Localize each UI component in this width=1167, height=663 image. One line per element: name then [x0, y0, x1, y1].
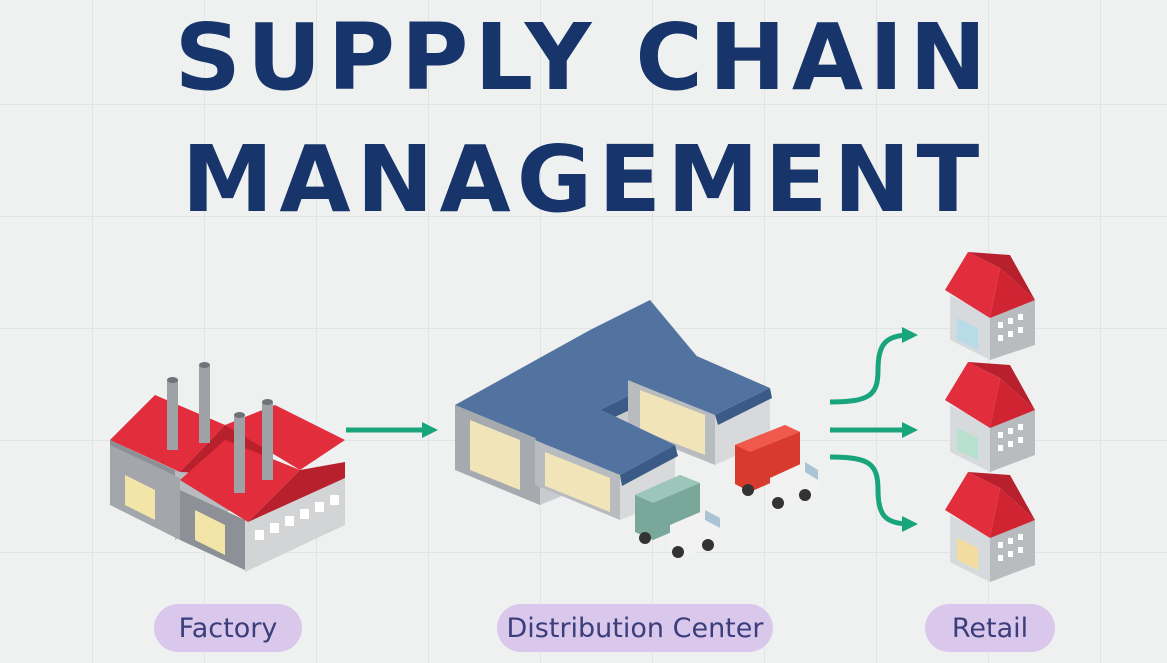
distribution-center-label: Distribution Center [497, 604, 773, 652]
store-2 [945, 362, 1035, 472]
arrows-dc-to-retail [829, 327, 919, 532]
store-1 [945, 252, 1035, 360]
warehouse-icon [455, 300, 818, 558]
factory-label: Factory [154, 604, 302, 652]
factory-icon [110, 362, 345, 572]
title-line-2: MANAGEMENT [181, 126, 986, 233]
retail-label: Retail [925, 604, 1055, 652]
title-line-1: SUPPLY CHAIN [174, 4, 993, 111]
store-3 [945, 472, 1035, 582]
store-icon [945, 252, 1035, 582]
